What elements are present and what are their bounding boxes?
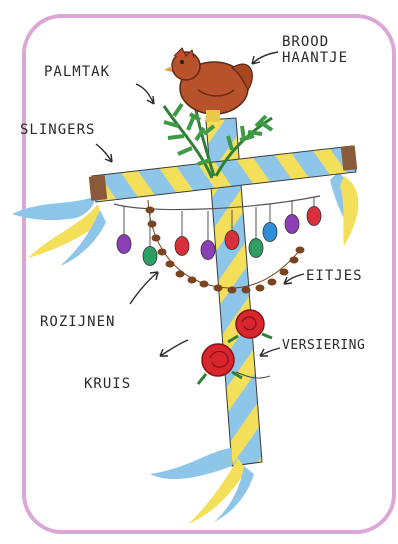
arrow-rozijnen <box>130 272 158 304</box>
arrow-kruis <box>160 340 188 356</box>
raisin <box>280 269 289 276</box>
easter-egg <box>285 215 299 234</box>
easter-egg <box>249 239 263 258</box>
label-palmtak: PALMTAK <box>44 64 110 80</box>
easter-egg <box>175 237 189 256</box>
raisin <box>152 235 161 242</box>
easter-egg <box>225 231 239 250</box>
raisin <box>268 279 277 286</box>
raisin <box>228 287 237 294</box>
easter-egg <box>263 223 277 242</box>
raisin <box>148 221 157 228</box>
raisin <box>256 285 265 292</box>
raisin <box>296 247 305 254</box>
raisin <box>158 249 167 256</box>
bottom-ribbon <box>150 448 254 524</box>
label-kruis: KRUIS <box>84 376 131 392</box>
label-slingers: SLINGERS <box>20 122 95 138</box>
arrow-palmtak <box>136 84 154 104</box>
label-broodhaantje-line2: HAANTJE <box>282 50 348 66</box>
easter-egg <box>201 241 215 260</box>
easter-egg <box>143 247 157 266</box>
raisin <box>200 281 209 288</box>
label-eitjes: EITJES <box>306 268 363 284</box>
label-versiering: VERSIERING <box>282 338 365 354</box>
right-ribbon-ends <box>330 172 358 246</box>
easter-egg <box>307 207 321 226</box>
raisin <box>188 277 197 284</box>
left-ribbon-ends <box>12 196 106 266</box>
arrow-eitjes <box>284 274 304 284</box>
arrow-broodhaantje <box>252 52 278 64</box>
arrow-slingers <box>96 144 112 162</box>
label-broodhaantje-line1: BROOD <box>282 34 348 50</box>
easter-egg <box>117 235 131 254</box>
arrow-versiering <box>260 348 280 356</box>
raisin <box>176 271 185 278</box>
raisin <box>290 257 299 264</box>
label-rozijnen: ROZIJNEN <box>40 314 115 330</box>
raisin <box>214 285 223 292</box>
raisin <box>166 261 175 268</box>
label-broodhaantje: BROOD HAANTJE <box>282 34 348 66</box>
raisin <box>242 287 251 294</box>
